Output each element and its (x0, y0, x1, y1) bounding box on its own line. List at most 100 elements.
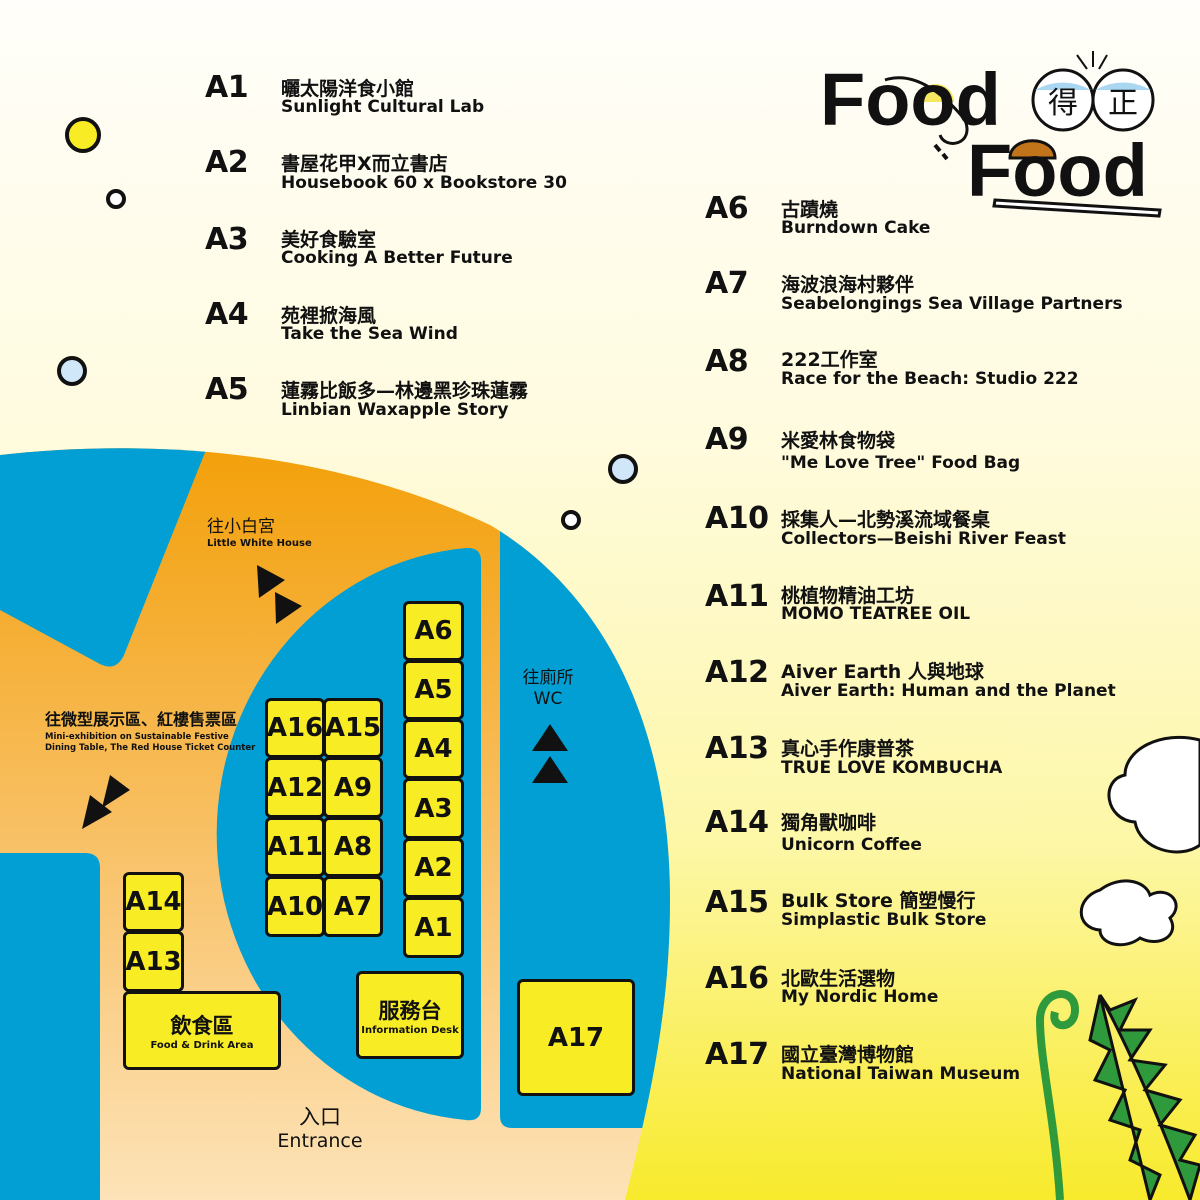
little-white-house-label-en: Little White House (207, 538, 312, 549)
vendor-name-zh: 蓮霧比飯多—林邊黑珍珠蓮霧 (281, 380, 529, 402)
lawn-bottom-left (0, 853, 100, 1200)
logo-badge-right: 正 (1108, 86, 1138, 121)
booth-a7[interactable]: A7 (323, 876, 383, 937)
vendor-code: A13 (705, 731, 769, 766)
vendor-code: A11 (705, 579, 769, 614)
vendor-code: A9 (705, 422, 749, 457)
vendor-name-en: Cooking A Better Future (281, 248, 513, 268)
vendor-name-en: Burndown Cake (781, 218, 931, 238)
vendor-code: A8 (705, 344, 749, 379)
booth-a9[interactable]: A9 (323, 757, 383, 818)
booth-a14[interactable]: A14 (123, 872, 184, 932)
mini-exhibition-label-en: Mini-exhibition on Sustainable Festive (45, 732, 229, 742)
vendor-code: A15 (705, 885, 769, 920)
vendor-name-zh: 書屋花甲X而立書店 (281, 153, 448, 175)
booth-a10[interactable]: A10 (265, 876, 325, 937)
food-food-logo: Food Food 得 正 (820, 51, 1162, 218)
vendor-name-zh: 真心手作康普茶 (781, 738, 915, 760)
booth-a5[interactable]: A5 (403, 660, 464, 720)
booth-a2[interactable]: A2 (403, 838, 464, 898)
booth-a8[interactable]: A8 (323, 817, 383, 877)
food-drink-area[interactable]: 飲食區 Food & Drink Area (123, 991, 281, 1070)
vendor-name-en: Seabelongings Sea Village Partners (781, 294, 1123, 314)
vendor-name-en: "Me Love Tree" Food Bag (781, 453, 1021, 473)
booth-a11[interactable]: A11 (265, 817, 325, 877)
vendor-name-zh: 古蹟燒 (781, 199, 839, 221)
booth-a6[interactable]: A6 (403, 601, 464, 661)
logo-word-1: Food (820, 58, 1001, 141)
dot-blue (57, 356, 87, 386)
arrow-up-icon (532, 724, 568, 783)
mini-exhibition-label-en: Dining Table, The Red House Ticket Count… (45, 743, 256, 753)
vendor-name-en: Sunlight Cultural Lab (281, 97, 485, 117)
vendor-name-en: Unicorn Coffee (781, 835, 922, 855)
dot-white (561, 510, 581, 530)
cloud-icon (1079, 735, 1200, 947)
wc-label-en: WC (533, 689, 563, 709)
vendor-code: A4 (205, 297, 249, 332)
dot-white (106, 189, 126, 209)
vendor-name-zh: 苑裡掀海風 (281, 305, 377, 327)
vendor-code: A10 (705, 501, 769, 536)
vendor-name-zh: 美好食驗室 (281, 229, 377, 251)
booth-a15[interactable]: A15 (323, 698, 383, 758)
vendor-name-zh: 222工作室 (781, 349, 878, 371)
booth-a17[interactable]: A17 (517, 979, 635, 1096)
information-desk[interactable]: 服務台 Information Desk (356, 971, 464, 1059)
vendor-code: A17 (705, 1037, 769, 1072)
vendor-name-en: Collectors—Beishi River Feast (781, 529, 1067, 549)
vendor-name-zh: 曬太陽洋食小館 (281, 78, 415, 100)
vendor-code: A6 (705, 191, 749, 226)
vendor-name-zh: 海波浪海村夥伴 (781, 274, 915, 296)
vendor-code: A16 (705, 961, 769, 996)
info-desk-label-zh: 服務台 (378, 998, 442, 1023)
vendor-name-en: Simplastic Bulk Store (781, 910, 987, 930)
booth-a1[interactable]: A1 (403, 897, 464, 958)
vendor-name-en: Housebook 60 x Bookstore 30 (281, 173, 567, 193)
logo-word-2: Food (967, 129, 1148, 212)
vendor-name-zh: Aiver Earth 人與地球 (781, 661, 984, 683)
food-area-label-en: Food & Drink Area (150, 1040, 254, 1051)
vendor-name-en: National Taiwan Museum (781, 1064, 1021, 1084)
spoon-icon (884, 76, 969, 145)
arrow-icon (257, 565, 302, 624)
mini-exhibition-label-zh: 往微型展示區、紅樓售票區 (45, 710, 238, 729)
vendor-name-zh: 獨角獸咖啡 (781, 812, 877, 834)
lawn-top-left (0, 448, 214, 667)
entrance-label-en: Entrance (277, 1130, 363, 1152)
mushroom-icon (1008, 139, 1057, 160)
vendor-name-zh: Bulk Store 簡塑慢行 (781, 890, 976, 912)
vendor-name-zh: 米愛林食物袋 (781, 430, 896, 452)
vendor-code: A12 (705, 655, 769, 690)
vendor-name-en: TRUE LOVE KOMBUCHA (781, 758, 1003, 778)
vendor-name-zh: 國立臺灣博物館 (781, 1044, 915, 1066)
chopstick-icon (992, 198, 1162, 218)
booth-a4[interactable]: A4 (403, 719, 464, 779)
vendor-code: A3 (205, 222, 249, 257)
wc-label-zh: 往廁所 (522, 668, 574, 688)
vendor-code: A5 (205, 372, 249, 407)
booth-a3[interactable]: A3 (403, 778, 464, 839)
booth-a13[interactable]: A13 (123, 931, 184, 992)
vendor-name-zh: 桃植物精油工坊 (781, 585, 915, 607)
vendor-code: A7 (705, 266, 749, 301)
crumbs-icon (933, 143, 949, 161)
vendor-code: A14 (705, 805, 769, 840)
vendor-name-en: Take the Sea Wind (281, 324, 458, 344)
dot-blue (608, 454, 638, 484)
vendor-name-en: Race for the Beach: Studio 222 (781, 369, 1079, 389)
vendor-name-en: MOMO TEATREE OIL (781, 604, 971, 624)
food-area-label-zh: 飲食區 (170, 1014, 234, 1038)
little-white-house-label-zh: 往小白宮 (207, 517, 275, 537)
vendor-name-en: My Nordic Home (781, 987, 939, 1007)
booth-a12[interactable]: A12 (265, 757, 325, 818)
booth-a16[interactable]: A16 (265, 698, 325, 758)
dot-yellow (65, 117, 101, 153)
vendor-name-en: Linbian Waxapple Story (281, 400, 509, 420)
vendor-code: A2 (205, 145, 249, 180)
entrance-label-zh: 入口 (299, 1105, 341, 1129)
info-desk-label-en: Information Desk (361, 1024, 459, 1036)
vendor-name-zh: 北歐生活選物 (781, 968, 896, 990)
vendor-code: A1 (205, 70, 249, 105)
vendor-name-zh: 採集人—北勢溪流域餐桌 (781, 509, 991, 531)
